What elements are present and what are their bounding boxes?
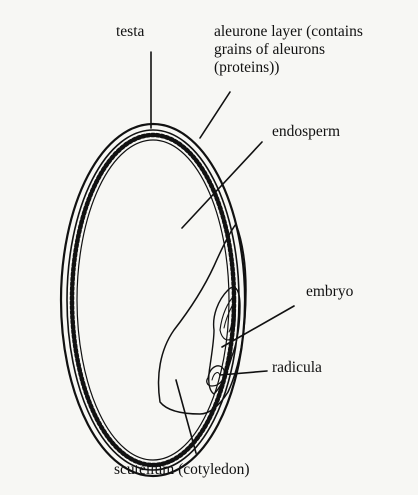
aleurone-inner-outline: [77, 140, 229, 460]
label-endosperm: endosperm: [272, 123, 340, 140]
label-aleurone-line2: grains of aleurons: [214, 41, 325, 58]
testa-inner-outline: [67, 130, 239, 470]
label-embryo: embryo: [306, 283, 354, 300]
label-aleurone-line3: (proteins)): [214, 59, 279, 76]
label-radicula: radicula: [272, 359, 322, 376]
label-scutellum: scutellum (cotyledon): [114, 461, 250, 478]
testa-outline: [61, 124, 245, 476]
aleurone-leader: [200, 92, 230, 138]
scutellum-leader: [176, 380, 196, 453]
label-testa: testa: [116, 23, 145, 40]
aleurone-layer: [72, 135, 234, 465]
label-aleurone-line1: aleurone layer (contains: [214, 23, 363, 40]
